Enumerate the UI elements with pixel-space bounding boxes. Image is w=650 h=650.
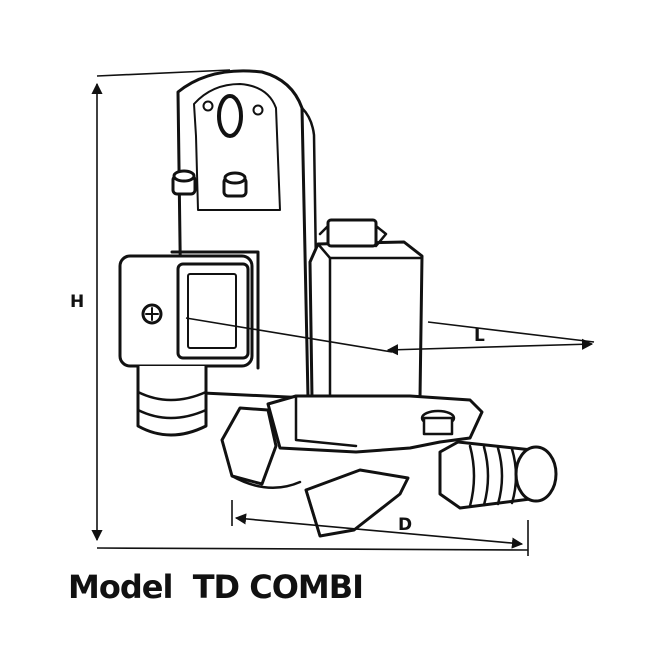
dimension-l-line <box>386 338 594 356</box>
coil-box <box>308 218 424 400</box>
dimension-d-line <box>234 513 524 549</box>
model-word: Model <box>68 568 173 606</box>
bracket-hole-left <box>202 100 214 112</box>
valve-body <box>220 394 484 489</box>
model-name: TD COMBI <box>192 568 364 606</box>
bracket-hole-right <box>252 104 264 116</box>
model-caption: Model TD COMBI <box>68 568 364 606</box>
dimension-l-label: L <box>474 326 485 346</box>
hose-fitting <box>438 440 558 510</box>
bracket-screw-right <box>222 171 248 198</box>
bracket-screw-left <box>171 169 197 196</box>
bracket-slot <box>217 94 243 138</box>
dimension-h-label: H <box>70 292 84 312</box>
dimension-d-label: D <box>398 515 412 535</box>
timer-connector <box>118 250 260 437</box>
coil-nut <box>326 218 378 248</box>
